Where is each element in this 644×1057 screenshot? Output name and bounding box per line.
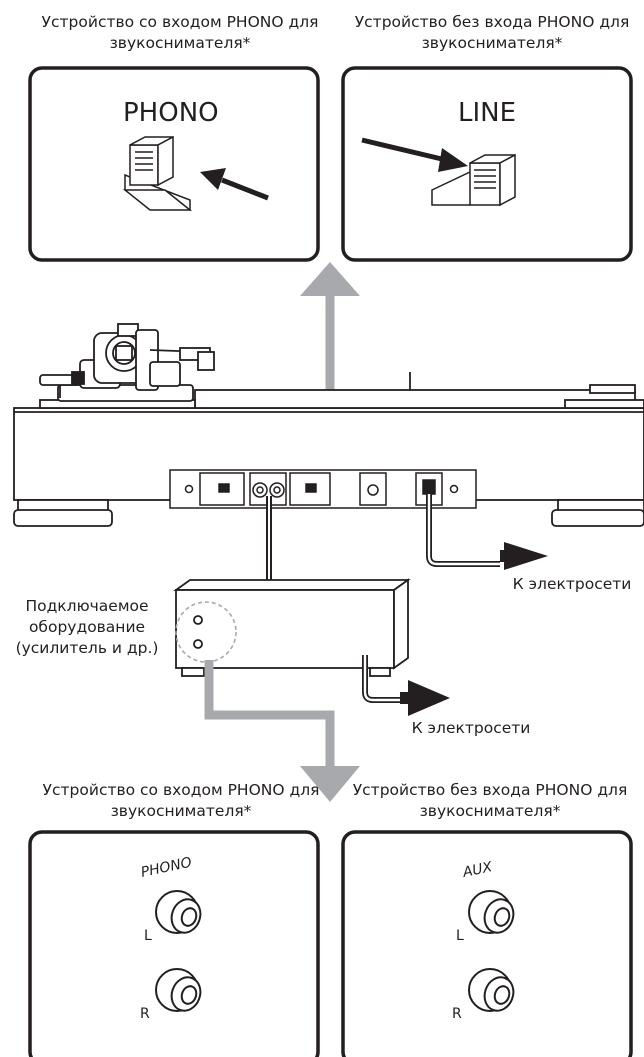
aux-jack-l — [468, 890, 515, 934]
gray-arrow-down — [204, 660, 360, 802]
power-cable-amplifier — [362, 655, 450, 716]
aux-input-box — [341, 830, 633, 1057]
outlet-label-amplifier: К электросети — [411, 719, 531, 737]
arrow-right-icon — [361, 137, 468, 172]
caption-bottom-right: Устройство без входа PHONO для звукосним… — [352, 781, 628, 820]
caption-top-right: Устройство без входа PHONO для звукосним… — [354, 13, 630, 52]
line-switch-box — [341, 66, 633, 262]
switch-slider-line — [431, 153, 516, 207]
phono-jack-l — [155, 890, 202, 934]
phono-input-box — [28, 830, 320, 1057]
switch-slider-phono — [122, 135, 193, 212]
aux-jacks-label: AUX — [461, 859, 494, 881]
outlet-label-turntable: К электросети — [512, 575, 632, 593]
phono-left-label: L — [144, 928, 152, 944]
caption-top-left: Устройство со входом PHONO для звукосним… — [41, 13, 319, 52]
phono-jack-r — [155, 968, 202, 1012]
phono-jacks-label: PHONO — [140, 855, 194, 881]
caption-bottom-left: Устройство со входом PHONO для звукосним… — [42, 781, 320, 820]
amplifier — [173, 578, 411, 677]
line-switch-label: LINE — [458, 98, 517, 128]
aux-right-label: R — [452, 1006, 462, 1022]
arrow-left-icon — [200, 168, 269, 201]
phono-switch-label: PHONO — [123, 98, 219, 128]
aux-left-label: L — [456, 928, 464, 944]
turntable — [13, 323, 644, 527]
phono-right-label: R — [140, 1006, 150, 1022]
aux-jack-r — [468, 968, 515, 1012]
connected-equipment-label: Подключаемое оборудование (усилитель и д… — [15, 597, 159, 657]
phono-switch-box — [28, 66, 320, 262]
power-cable-turntable — [426, 494, 548, 570]
amplifier-jack-highlight — [175, 601, 237, 663]
